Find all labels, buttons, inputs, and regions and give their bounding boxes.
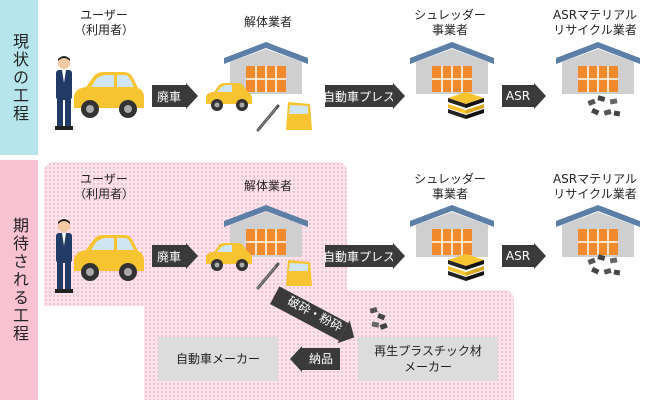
current-asr-label: ASRマテリアル リサイクル業者 (540, 8, 648, 38)
current-user-label-line1: ユーザー (80, 8, 128, 22)
future-shredder-label-line1: シュレッダー (414, 172, 486, 186)
car-icon-small (206, 243, 252, 271)
future-asr-label-line1: ASRマテリアル (552, 172, 638, 186)
arrow-asr-future: ASR (502, 243, 546, 269)
car-icon (74, 235, 144, 281)
current-user-label-line2: （利用者） (73, 23, 134, 37)
arrow-scrap-future: 廃車 (152, 243, 198, 269)
side-label-current-text: 現状の工程 (10, 32, 29, 123)
warehouse-icon (410, 42, 494, 94)
future-dismantler-label: 解体業者 (243, 179, 292, 193)
future-shredder-label-line2: 事業者 (431, 187, 468, 201)
current-shredder-label-line1: シュレッダー (414, 8, 486, 22)
arrow-scrap-future-label: 廃車 (152, 245, 186, 267)
plastic-chips-icon (369, 307, 388, 330)
arrow-crush-diagonal (270, 286, 355, 344)
future-user-label-line2: （利用者） (73, 187, 134, 201)
plastic-maker-box: 再生プラスチック材 メーカー (358, 337, 498, 381)
arrow-deliver: 納品 (290, 346, 350, 372)
bumper-part-icon (256, 262, 280, 290)
arrow-press-current: 自動車プレス (323, 83, 405, 109)
current-shredder-label-line2: 事業者 (431, 23, 468, 37)
warehouse-icon (224, 205, 308, 257)
car-door-icon (286, 260, 312, 286)
side-label-current: 現状の工程 (0, 0, 38, 155)
plastic-maker-line2: メーカー (403, 360, 452, 374)
car-icon-small (206, 83, 252, 111)
warehouse-icon (410, 205, 494, 257)
side-label-future-text: 期待される工程 (10, 217, 29, 343)
current-asr-label-line2: リサイクル業者 (553, 23, 637, 37)
car-maker-label: 自動車メーカー (175, 352, 260, 366)
future-shredder-label: シュレッダー 事業者 (400, 172, 500, 202)
arrow-asr-current-label: ASR (502, 85, 534, 107)
warehouse-icon (556, 205, 640, 257)
current-dismantler-label: 解体業者 (243, 15, 292, 29)
pressed-car-stack-icon (448, 254, 484, 281)
future-user-label: ユーザー （利用者） (64, 172, 144, 202)
future-asr-label: ASRマテリアル リサイクル業者 (540, 172, 648, 202)
plastic-maker-line1: 再生プラスチック材 (374, 344, 482, 358)
future-asr-label-line2: リサイクル業者 (553, 187, 637, 201)
car-maker-box: 自動車メーカー (158, 337, 278, 381)
shredded-chips-icon (587, 254, 621, 276)
person-icon (55, 56, 73, 130)
arrow-asr-current: ASR (502, 83, 546, 109)
current-asr-label-line1: ASRマテリアル (552, 8, 638, 22)
arrow-press-future: 自動車プレス (323, 243, 405, 269)
car-icon (74, 72, 144, 118)
current-shredder-label: シュレッダー 事業者 (400, 8, 500, 38)
warehouse-icon (556, 42, 640, 94)
pressed-car-stack-icon (448, 92, 484, 119)
arrow-scrap-current: 廃車 (152, 83, 198, 109)
shredded-chips-icon (587, 95, 621, 117)
bumper-part-icon (256, 104, 280, 132)
side-label-future: 期待される工程 (0, 160, 38, 400)
future-user-label-line1: ユーザー (80, 172, 128, 186)
arrow-press-future-label: 自動車プレス (323, 245, 395, 267)
arrow-scrap-current-label: 廃車 (152, 85, 186, 107)
arrow-asr-future-label: ASR (502, 245, 534, 267)
arrow-press-current-label: 自動車プレス (323, 85, 395, 107)
current-user-label: ユーザー （利用者） (64, 8, 144, 38)
arrow-deliver-label: 納品 (302, 348, 340, 370)
warehouse-icon (224, 42, 308, 94)
car-door-icon (286, 102, 312, 130)
person-icon (55, 219, 73, 293)
